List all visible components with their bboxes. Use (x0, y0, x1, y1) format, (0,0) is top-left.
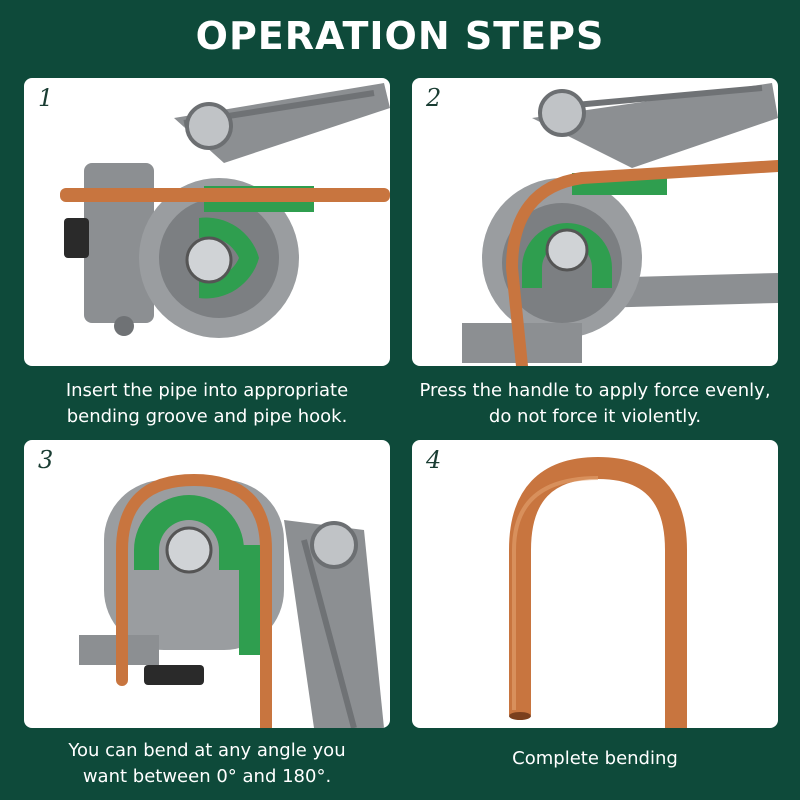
step-1-panel: 1 (24, 78, 390, 366)
step-2-caption-line-1: Press the handle to apply force evenly, (419, 380, 771, 401)
step-1-caption-line-2: bending groove and pipe hook. (66, 406, 348, 427)
step-4-image (509, 456, 687, 728)
step-2-number: 2 (426, 84, 442, 112)
step-1-caption-line-1: Insert the pipe into appropriate (65, 380, 349, 401)
step-1-image (60, 83, 390, 338)
step-3-number: 3 (38, 446, 54, 474)
step-3-caption-line-2: want between 0° and 180°. (82, 766, 332, 787)
step-4-caption-line-1: Complete bending (512, 748, 678, 769)
step-1-caption: Insert the pipe into appropriate bending… (24, 378, 390, 430)
step-3-panel: 3 (24, 440, 390, 728)
step-3-caption: You can bend at any angle you want betwe… (24, 738, 390, 790)
step-3-image (79, 473, 384, 728)
step-4-number: 4 (426, 446, 442, 474)
step-2-panel: 2 (412, 78, 778, 366)
step-2-caption-line-2: do not force it violently. (488, 406, 702, 427)
step-3-caption-line-1: You can bend at any angle you (68, 740, 346, 761)
page-title: OPERATION STEPS (195, 14, 605, 58)
step-4-caption: Complete bending (412, 746, 778, 772)
step-2-image (462, 83, 778, 366)
step-2-caption: Press the handle to apply force evenly, … (412, 378, 778, 430)
step-1-number: 1 (38, 84, 54, 112)
step-4-panel: 4 (412, 440, 778, 728)
